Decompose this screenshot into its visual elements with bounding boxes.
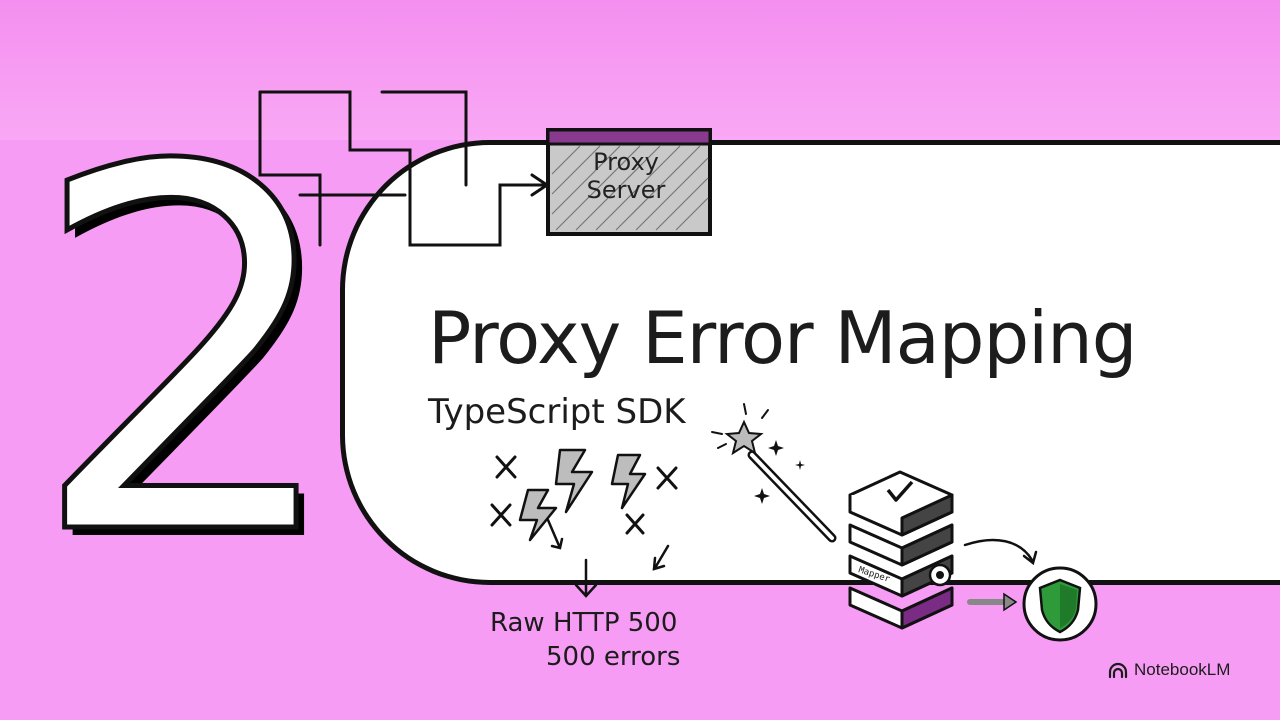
slide-number-shadow: 2 [36, 71, 354, 580]
server-stack-icon [848, 470, 954, 630]
slide-subtitle: TypeScript SDK [428, 392, 686, 432]
magic-wand-icon [711, 403, 837, 543]
proxy-server-label: Proxy Server [556, 148, 696, 204]
brand-watermark: NotebookLM [1106, 660, 1230, 680]
shield-arrows [963, 538, 1038, 612]
slide-number-text: 2 [28, 63, 346, 580]
raw-error-label-line1: Raw HTTP 500 [490, 608, 678, 638]
proxy-server-box [546, 128, 712, 236]
error-x-marks [490, 455, 678, 535]
background-gradient [0, 0, 1280, 140]
proxy-label-line1: Proxy [593, 148, 659, 176]
notebooklm-logo-icon [1108, 662, 1128, 679]
network-lines [258, 90, 550, 247]
lightning-bolts [518, 448, 647, 542]
slide-title: Proxy Error Mapping [428, 296, 1137, 380]
slide-number: 2 2 [26, 61, 355, 581]
brand-name: NotebookLM [1134, 660, 1231, 679]
proxy-label-line2: Server [586, 176, 666, 204]
shield-icon [1022, 566, 1098, 642]
error-arrows [546, 518, 670, 598]
raw-error-label-line2: 500 errors [546, 642, 681, 672]
